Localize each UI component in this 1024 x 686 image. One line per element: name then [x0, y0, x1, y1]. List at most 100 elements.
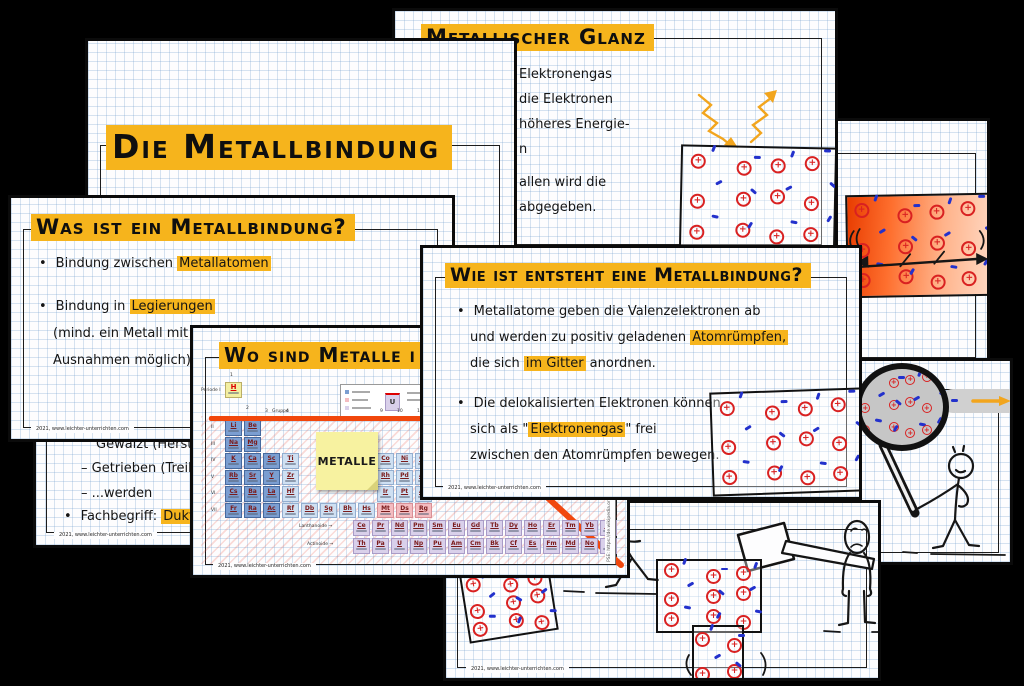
periode-label: Periode I [201, 388, 221, 393]
slide-title: Was ist ein Metallbindung? [31, 214, 355, 241]
text-fragment: – Getrieben (Treibl [81, 461, 200, 476]
element-cell-Ir: Ir [377, 486, 394, 502]
element-cell-Y: Y [263, 469, 280, 485]
atom-core-icon [469, 602, 487, 621]
atom-core-icon [829, 396, 846, 413]
element-cell-Ti: Ti [282, 453, 299, 469]
text-fragment: allen wird die [519, 175, 607, 190]
footer-credit: 2021, www.leichter-unterrichten.com [443, 485, 546, 492]
atom-core-icon [736, 160, 752, 176]
electron-icon [742, 459, 750, 464]
element-cell-Fr: Fr [225, 502, 242, 518]
footer-credit: 2021, www.leichter-unterrichten.com [213, 563, 316, 570]
atom-core-icon [695, 631, 710, 647]
atom-core-icon [905, 428, 916, 439]
element-cell-Tb: Tb [486, 520, 503, 536]
electron-icon [753, 561, 759, 569]
motion-marks-icon [685, 652, 767, 676]
actinoide-label: Actinoide → [307, 542, 334, 547]
atom-core-icon [764, 404, 780, 421]
atom-core-icon [736, 565, 751, 581]
element-cell-Pr: Pr [372, 520, 389, 536]
element-cell-Bh: Bh [339, 502, 356, 518]
text-fragment: höheres Energie- [519, 117, 630, 132]
group-label: 11 [417, 409, 423, 414]
atom-core-icon [921, 371, 932, 382]
atom-core-icon [663, 562, 679, 578]
text-line: die sich im Gitter anordnen. [470, 356, 656, 371]
element-cell-Li: Li [225, 420, 242, 436]
highlighted-term: Atomrümpfen, [690, 330, 789, 345]
element-cell-Pa: Pa [372, 538, 389, 554]
electron-icon [780, 399, 788, 403]
group-label: 10 [397, 409, 403, 414]
atom-core-icon [502, 576, 520, 594]
element-cell-Na: Na [225, 436, 242, 452]
element-cell-Rh: Rh [377, 469, 394, 485]
stick-figure-worried [823, 519, 878, 633]
atom-core-icon [769, 229, 785, 245]
element-cell-Rf: Rf [282, 502, 299, 518]
period-label: VI [211, 491, 216, 496]
electron-icon [855, 420, 859, 428]
electron-icon [939, 391, 943, 398]
electron-icon [749, 585, 757, 592]
atom-core-icon [719, 400, 735, 416]
electron-icon [682, 557, 688, 565]
element-cell-Md: Md [562, 538, 579, 554]
element-cell-Sc: Sc [263, 453, 280, 469]
element-cell-Th: Th [353, 538, 370, 554]
atom-core-icon [706, 589, 721, 604]
electron-icon [711, 144, 716, 153]
electron-icon [778, 431, 786, 438]
element-cell-Er: Er [543, 520, 560, 536]
legend-example-cell: U [385, 393, 400, 411]
element-cell-Ba: Ba [244, 486, 261, 502]
electron-icon [823, 149, 832, 153]
metal-lattice-illustration [709, 387, 859, 497]
electron-icon [812, 426, 820, 433]
atom-core-icon [803, 195, 820, 212]
electron-icon [872, 369, 878, 374]
text-fragment: abgegeben. [519, 200, 597, 215]
atom-core-icon [921, 403, 932, 413]
electron-icon [738, 634, 746, 638]
element-cell-Rg: Rg [415, 502, 432, 518]
text-segment: und werden zu positiv geladenen [470, 330, 691, 345]
atom-core-icon [663, 612, 679, 628]
element-cell-Ni: Ni [396, 453, 413, 469]
element-cell-Ac: Ac [263, 502, 280, 518]
electron-icon [819, 460, 827, 465]
atom-core-icon [695, 666, 710, 678]
current-arrow-icon [971, 396, 1010, 406]
text-segment: Fachbegriff: [80, 509, 162, 524]
electron-icon [815, 392, 821, 400]
text-segment: Die delokalisierten Elektronen können [473, 396, 721, 411]
text-line: und werden zu positiv geladenen Atomrümp… [470, 330, 789, 345]
element-cell-Zr: Zr [282, 469, 299, 485]
footer-credit: 2021, www.leichter-unterrichten.com [31, 426, 134, 433]
atom-core-icon [720, 439, 736, 456]
text-segment: sich als " [470, 422, 529, 437]
atom-core-icon [888, 400, 899, 410]
atom-core-icon [888, 422, 899, 433]
atom-core-icon [533, 614, 551, 632]
text-segment: die sich [470, 356, 524, 371]
text-fragment: n [519, 142, 528, 157]
text-segment: " frei [625, 422, 657, 437]
highlighted-term: Legierungen [129, 299, 215, 314]
element-cell-Hs: Hs [358, 502, 375, 518]
group-label: Gruppe [272, 409, 289, 414]
atom-core-icon [765, 435, 781, 451]
element-cell-K: K [225, 453, 242, 469]
electron-icon [874, 418, 883, 422]
atom-lattice [861, 369, 943, 445]
element-cell-H: H [225, 382, 242, 398]
heated-metal-block-illustration [845, 192, 987, 299]
element-cell-Pm: Pm [410, 520, 427, 536]
main-title: Die Metallbindung [106, 125, 452, 170]
element-cell-Fm: Fm [543, 538, 560, 554]
element-cell-Yb: Yb [581, 520, 598, 536]
bullet-line: Bindung zwischen Metallatomen [39, 256, 271, 271]
deformed-metal-block-tab [692, 624, 746, 678]
